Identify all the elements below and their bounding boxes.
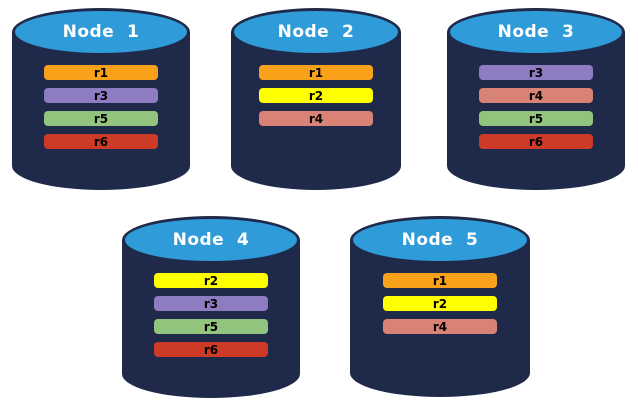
replica-bar: r4 (383, 319, 497, 334)
node-title: Node 5 (401, 230, 479, 250)
replica-label: r3 (528, 65, 544, 80)
replica-label: r6 (93, 134, 109, 149)
replica-label: r4 (432, 319, 448, 334)
replica-bar: r1 (259, 65, 373, 80)
replica-label: r2 (308, 88, 324, 103)
replica-label: r1 (93, 65, 109, 80)
replica-bar: r6 (479, 134, 593, 149)
node-title: Node 1 (62, 22, 140, 42)
replica-label: r6 (528, 134, 544, 149)
replica-bar: r6 (154, 342, 268, 357)
replica-label: r1 (308, 65, 324, 80)
replica-bar-list: r1 r2 r4 (231, 65, 401, 126)
replica-label: r4 (528, 88, 544, 103)
cylinder-top: Node 2 (231, 8, 401, 56)
node-1-cylinder: Node 1 r1 r3 r5 r6 (12, 8, 190, 190)
replica-bar: r3 (154, 296, 268, 311)
replica-bar: r2 (383, 296, 497, 311)
cylinder-top: Node 5 (350, 216, 530, 264)
replica-label: r4 (308, 111, 324, 126)
node-3-cylinder: Node 3 r3 r4 r5 r6 (447, 8, 625, 190)
replica-bar: r1 (44, 65, 158, 80)
replica-label: r2 (203, 273, 219, 288)
replica-bar: r2 (259, 88, 373, 103)
replica-bar-list: r1 r2 r4 (350, 273, 530, 334)
replica-bar: r2 (154, 273, 268, 288)
replica-bar: r6 (44, 134, 158, 149)
replica-bar: r3 (479, 65, 593, 80)
replica-bar: r1 (383, 273, 497, 288)
replica-bar: r5 (479, 111, 593, 126)
replica-bar: r4 (259, 111, 373, 126)
node-2-cylinder: Node 2 r1 r2 r4 (231, 8, 401, 190)
replica-label: r5 (93, 111, 109, 126)
cylinder-top: Node 4 (122, 216, 300, 264)
replica-bar-list: r2 r3 r5 r6 (122, 273, 300, 357)
cylinder-top: Node 1 (12, 8, 190, 56)
node-5-cylinder: Node 5 r1 r2 r4 (350, 216, 530, 397)
node-title: Node 4 (172, 230, 250, 250)
replica-bar: r5 (154, 319, 268, 334)
node-4-cylinder: Node 4 r2 r3 r5 r6 (122, 216, 300, 398)
replica-bar: r3 (44, 88, 158, 103)
replica-label: r2 (432, 296, 448, 311)
node-title: Node 2 (277, 22, 355, 42)
node-title: Node 3 (497, 22, 575, 42)
replica-bar-list: r1 r3 r5 r6 (12, 65, 190, 149)
replica-label: r5 (528, 111, 544, 126)
replica-bar: r4 (479, 88, 593, 103)
replica-label: r5 (203, 319, 219, 334)
replica-bar: r5 (44, 111, 158, 126)
replica-label: r3 (93, 88, 109, 103)
replica-bar-list: r3 r4 r5 r6 (447, 65, 625, 149)
replica-label: r1 (432, 273, 448, 288)
replica-label: r6 (203, 342, 219, 357)
cylinder-top: Node 3 (447, 8, 625, 56)
replica-label: r3 (203, 296, 219, 311)
